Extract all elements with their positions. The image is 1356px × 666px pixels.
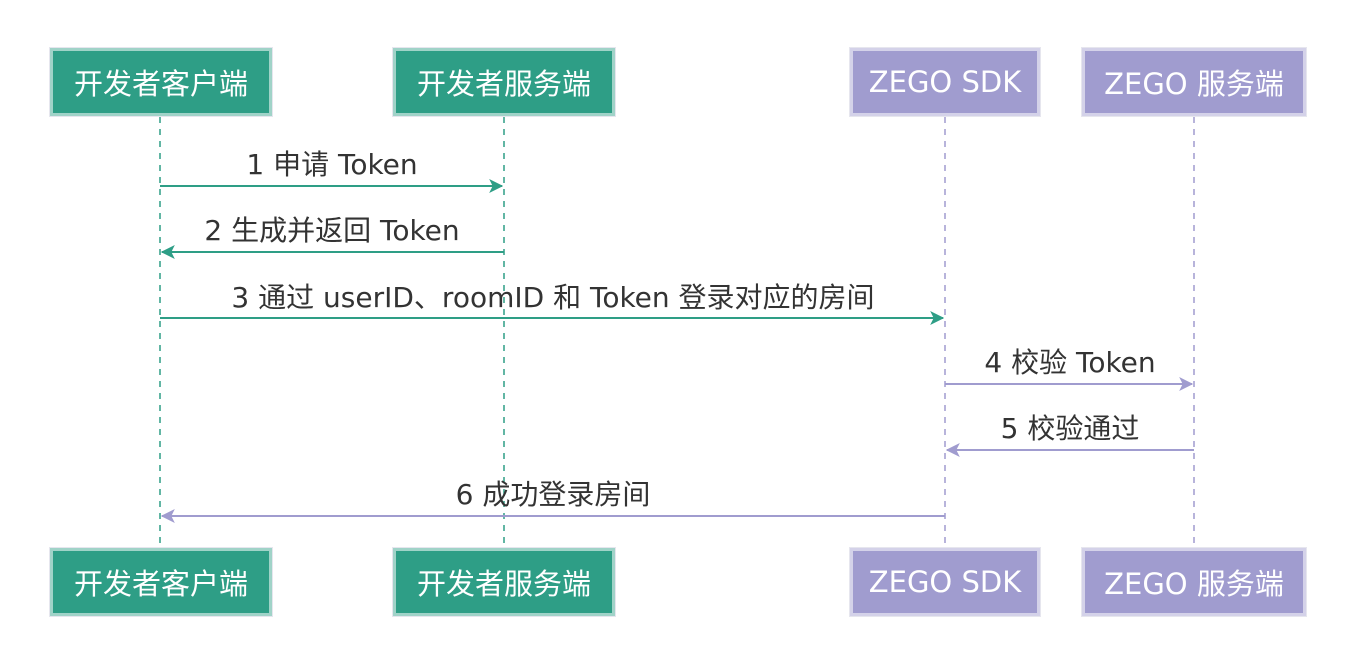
message-4-label: 4 校验 Token: [984, 346, 1156, 379]
message-2-label: 2 生成并返回 Token: [204, 214, 460, 247]
message-5-label: 5 校验通过: [1000, 412, 1140, 445]
message-1-label: 1 申请 Token: [246, 148, 418, 181]
message-3-label: 3 通过 userID、roomID 和 Token 登录对应的房间: [231, 281, 875, 314]
participant-bottom-zego-server: ZEGO 服务端: [1081, 547, 1307, 617]
participant-bottom-dev-client: 开发者客户端: [49, 547, 273, 617]
participant-bottom-dev-server: 开发者服务端: [392, 547, 616, 617]
participant-top-dev-client: 开发者客户端: [49, 47, 273, 117]
participant-top-zego-sdk: ZEGO SDK: [849, 47, 1041, 117]
participant-top-zego-server: ZEGO 服务端: [1081, 47, 1307, 117]
participant-top-dev-server: 开发者服务端: [392, 47, 616, 117]
participant-bottom-zego-sdk: ZEGO SDK: [849, 547, 1041, 617]
message-6-label: 6 成功登录房间: [455, 478, 651, 511]
